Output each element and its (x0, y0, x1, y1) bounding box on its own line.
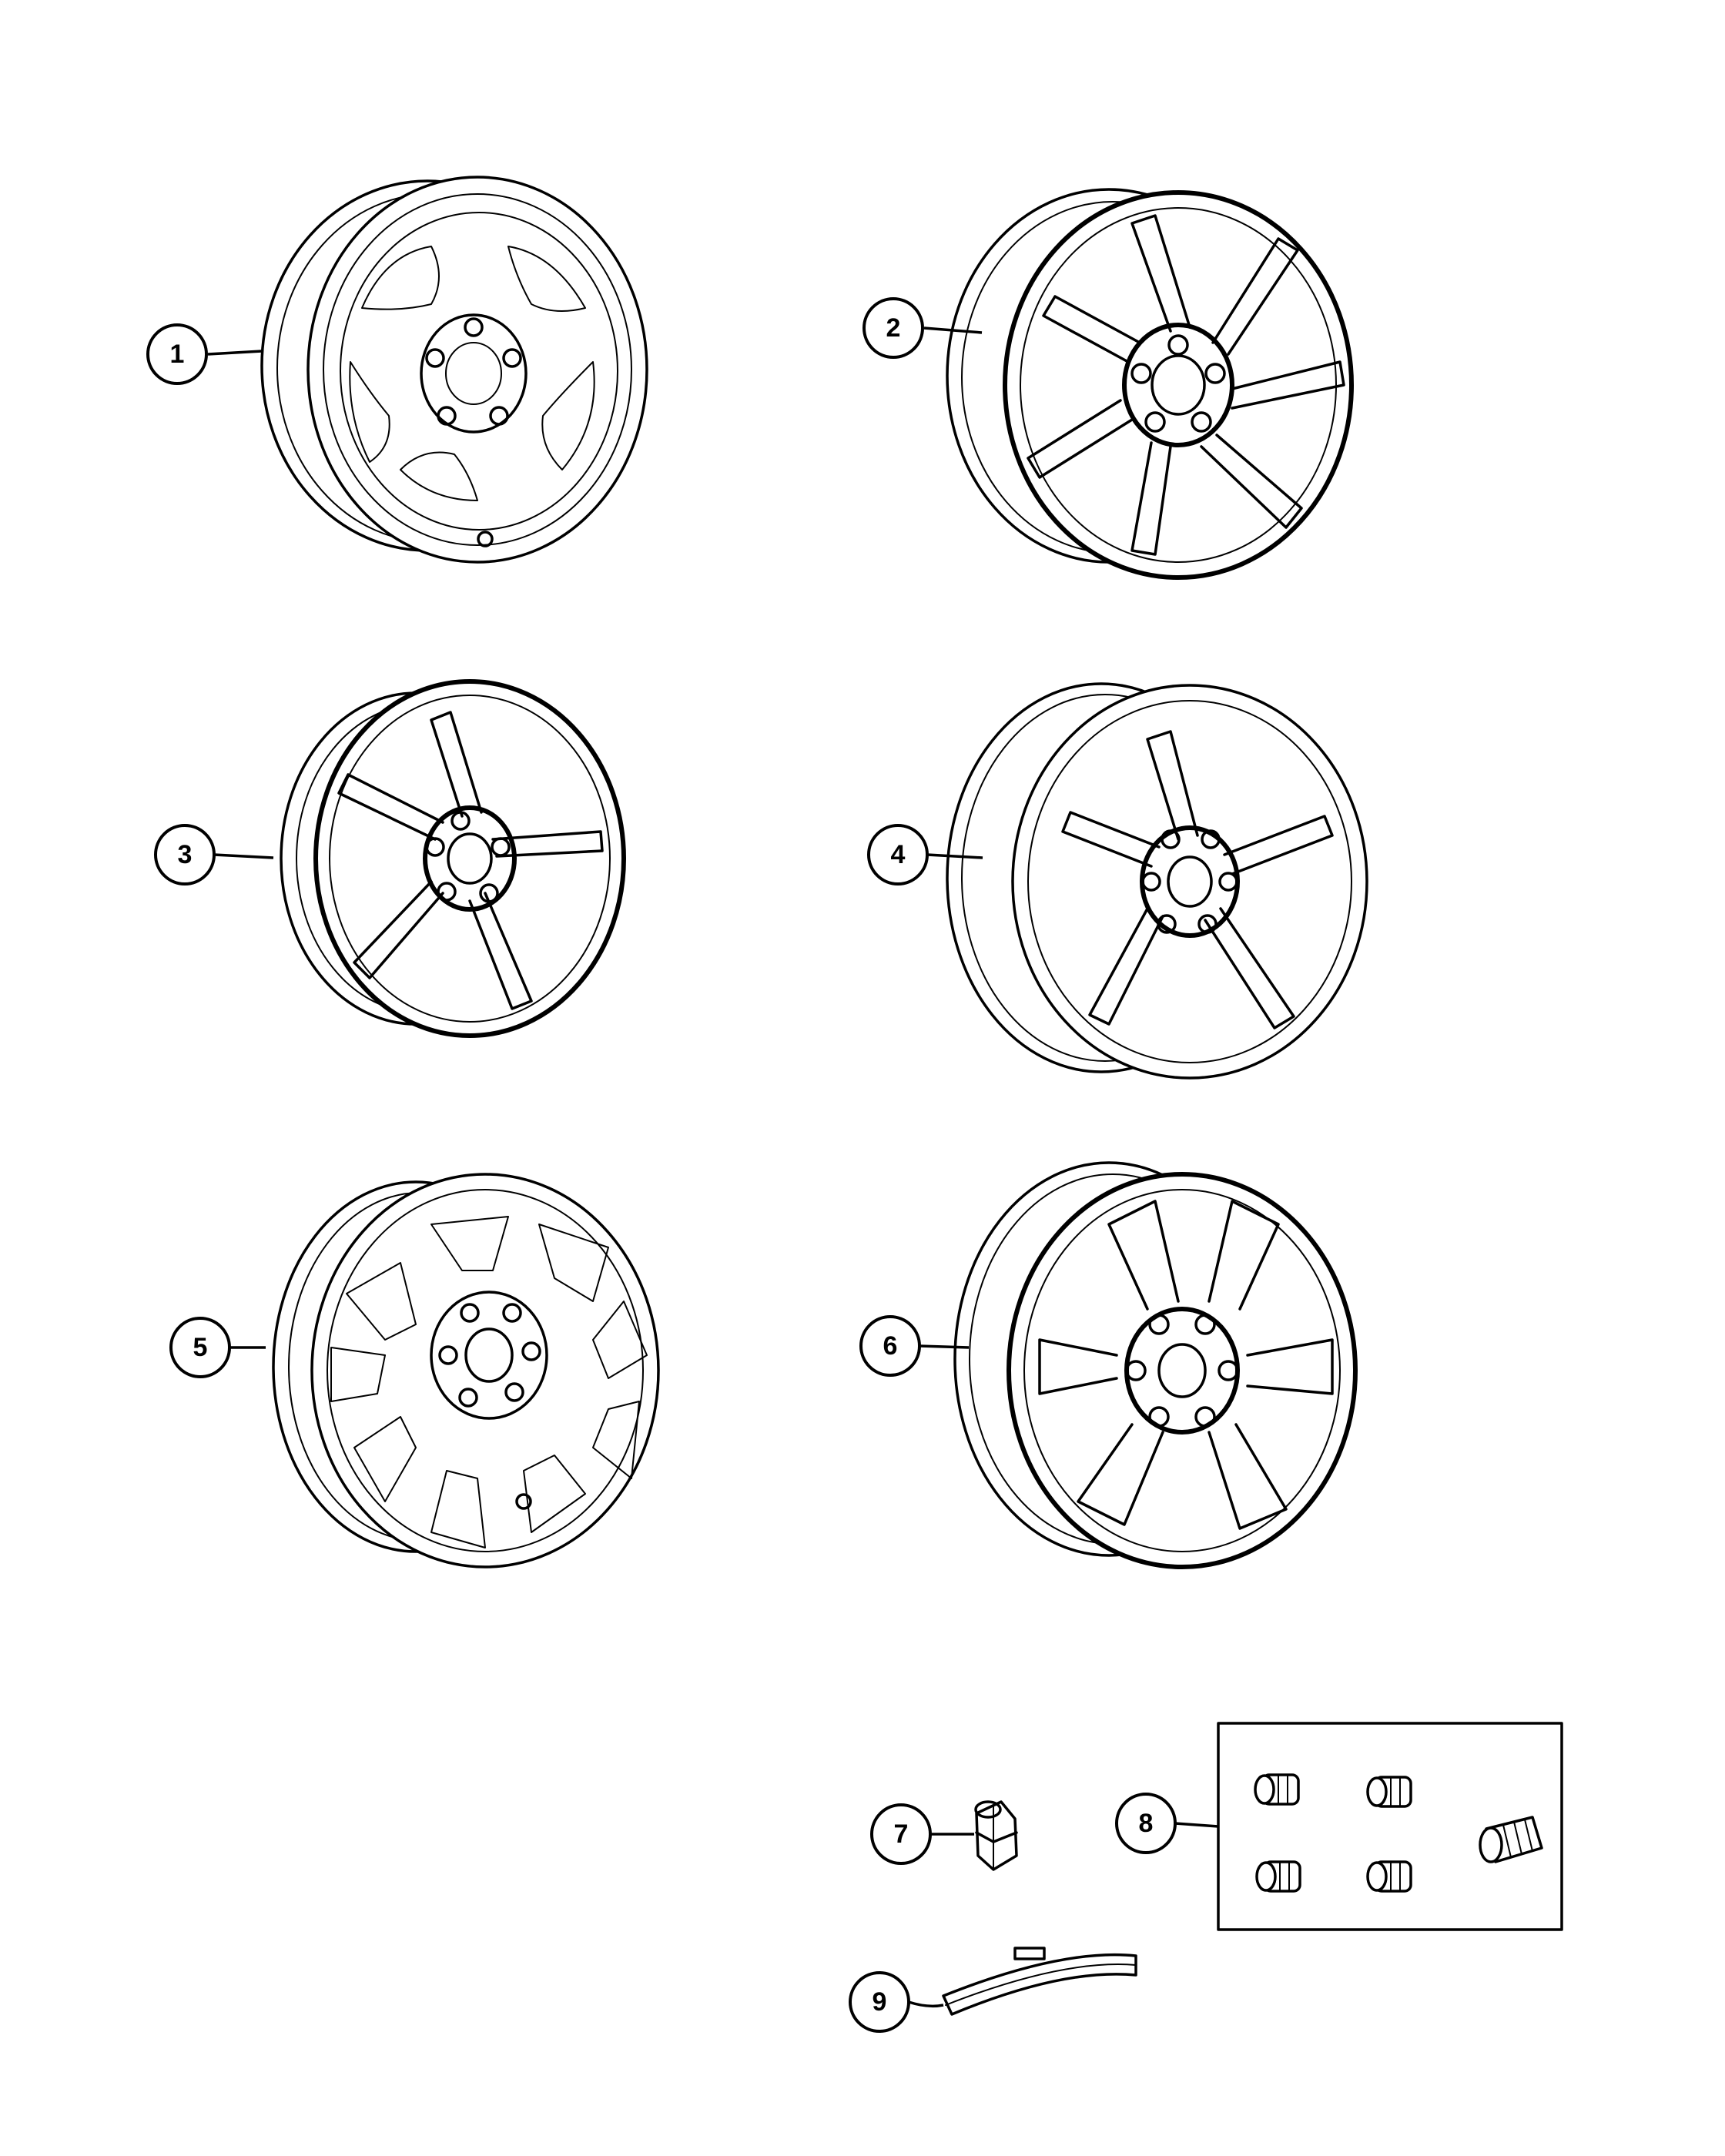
leader-6 (919, 1344, 970, 1349)
callout-9-label: 9 (873, 1987, 887, 2017)
leader-4 (926, 853, 983, 859)
callout-3-label: 3 (178, 840, 193, 869)
balance-weight-9[interactable] (942, 1947, 1137, 2016)
callout-1[interactable]: 1 (146, 323, 208, 385)
wheel-3[interactable] (280, 679, 626, 1038)
wheel-6[interactable] (953, 1161, 1358, 1569)
callout-1-label: 1 (170, 340, 185, 369)
lock-nut-1 (1254, 1773, 1300, 1806)
leader-3 (213, 853, 274, 859)
callout-6-label: 6 (883, 1331, 898, 1361)
callout-5[interactable]: 5 (169, 1317, 231, 1378)
wheel-4[interactable] (946, 682, 1368, 1080)
leader-8 (1174, 1822, 1219, 1828)
wheel-2[interactable] (946, 188, 1354, 580)
lock-nut-4 (1366, 1860, 1412, 1893)
wheel-5[interactable] (272, 1173, 660, 1568)
lug-nut-7[interactable] (974, 1800, 1018, 1871)
leader-2 (923, 326, 983, 334)
callout-9[interactable]: 9 (849, 1971, 910, 2033)
callout-8-label: 8 (1139, 1809, 1154, 1838)
callout-7[interactable]: 7 (870, 1803, 932, 1865)
callout-2[interactable]: 2 (862, 297, 924, 359)
callout-2-label: 2 (886, 313, 901, 343)
wheel-lock-kit-8[interactable] (1217, 1722, 1563, 1931)
callout-3[interactable]: 3 (154, 824, 216, 886)
lock-key (1479, 1816, 1543, 1863)
callout-4-label: 4 (891, 840, 906, 869)
leader-1 (207, 350, 263, 356)
callout-6[interactable]: 6 (859, 1315, 921, 1377)
callout-7-label: 7 (894, 1820, 909, 1849)
lock-nut-3 (1255, 1860, 1301, 1893)
callout-8[interactable]: 8 (1115, 1793, 1177, 1854)
wheel-1[interactable] (260, 176, 648, 564)
callout-4[interactable]: 4 (867, 824, 929, 886)
leader-9 (908, 2000, 944, 2008)
lock-nut-2 (1366, 1776, 1412, 1808)
callout-5-label: 5 (193, 1333, 208, 1362)
